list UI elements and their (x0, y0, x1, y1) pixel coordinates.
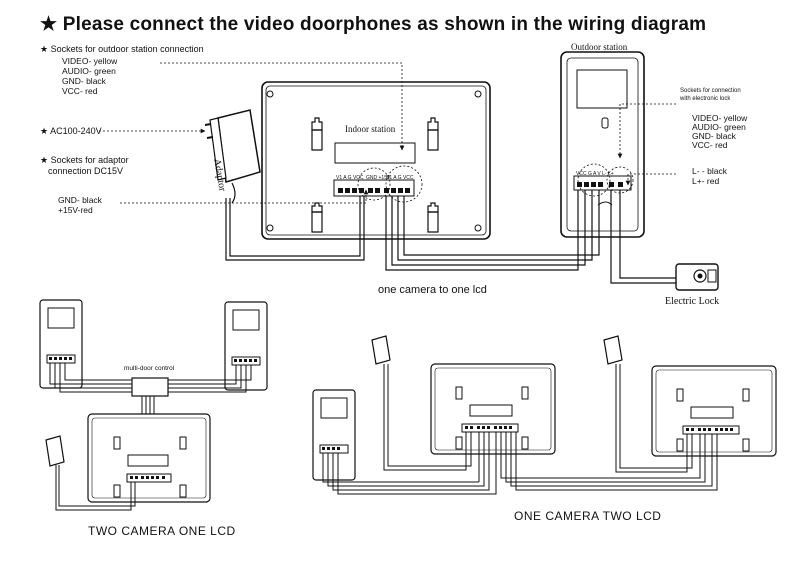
lock-gnd-label: GND- black (692, 131, 736, 141)
lock-sockets-line2: with electronic lock (680, 96, 731, 102)
indoor-terminals-left: V1 A G VCC (336, 175, 364, 181)
lock-lplus-label: L+- red (692, 176, 720, 186)
adaptor-heading-1: ★ Sockets for adaptor (40, 155, 129, 165)
lock-lminus-label: L- - black (692, 166, 727, 176)
outdoor-station-label: Outdoor station (571, 42, 628, 52)
outdoor-vcc-label: VCC- red (62, 86, 98, 96)
electric-lock-label: Electric Lock (665, 296, 720, 307)
outdoor-gnd-label: GND- black (62, 76, 106, 86)
adaptor-15v-label: +15V-red (58, 205, 93, 215)
caption-one-camera-two-lcd: ONE CAMERA TWO LCD (514, 509, 662, 523)
outdoor-station-unit (560, 51, 645, 238)
lock-sockets-line1: Sockets for connection (680, 88, 741, 94)
mount-slot-icon (311, 117, 323, 131)
multi-door-control-label: multi-door control (124, 365, 175, 372)
outdoor-audio-label: AUDIO- green (62, 66, 116, 76)
caption-one-camera-one-lcd: one camera to one lcd (378, 284, 487, 296)
adaptor-heading-2: connection DC15V (48, 166, 124, 176)
indoor-outdoor-cable (385, 190, 600, 271)
lock-vcc-label: VCC- red (692, 140, 728, 150)
page-title: ★ Please connect the video doorphones as… (40, 14, 707, 35)
outdoor-terminals: VCC G A V L- L+ (576, 171, 614, 177)
indoor-station-monitor (261, 81, 491, 240)
indoor-terminals-mid: GND +15V (366, 175, 391, 181)
indoor-terminals-right: V1 A G VCC (386, 175, 414, 181)
outdoor-video-label: VIDEO- yellow (62, 56, 118, 66)
adaptor-gnd-label: GND- black (58, 195, 102, 205)
indoor-station-label: Indoor station (345, 124, 396, 134)
lock-audio-label: AUDIO- green (692, 122, 746, 132)
power-adaptor (204, 109, 261, 204)
electric-lock-device (675, 263, 719, 291)
caption-two-camera-one-lcd: TWO CAMERA ONE LCD (88, 524, 236, 538)
ac-power-label: ★ AC100-240V (40, 126, 102, 136)
one-camera-two-lcd-diagram (312, 335, 777, 495)
lock-video-label: VIDEO- yellow (692, 113, 748, 123)
two-camera-one-lcd-diagram (39, 299, 268, 511)
outdoor-sockets-heading: ★ Sockets for outdoor station connection (40, 44, 204, 54)
